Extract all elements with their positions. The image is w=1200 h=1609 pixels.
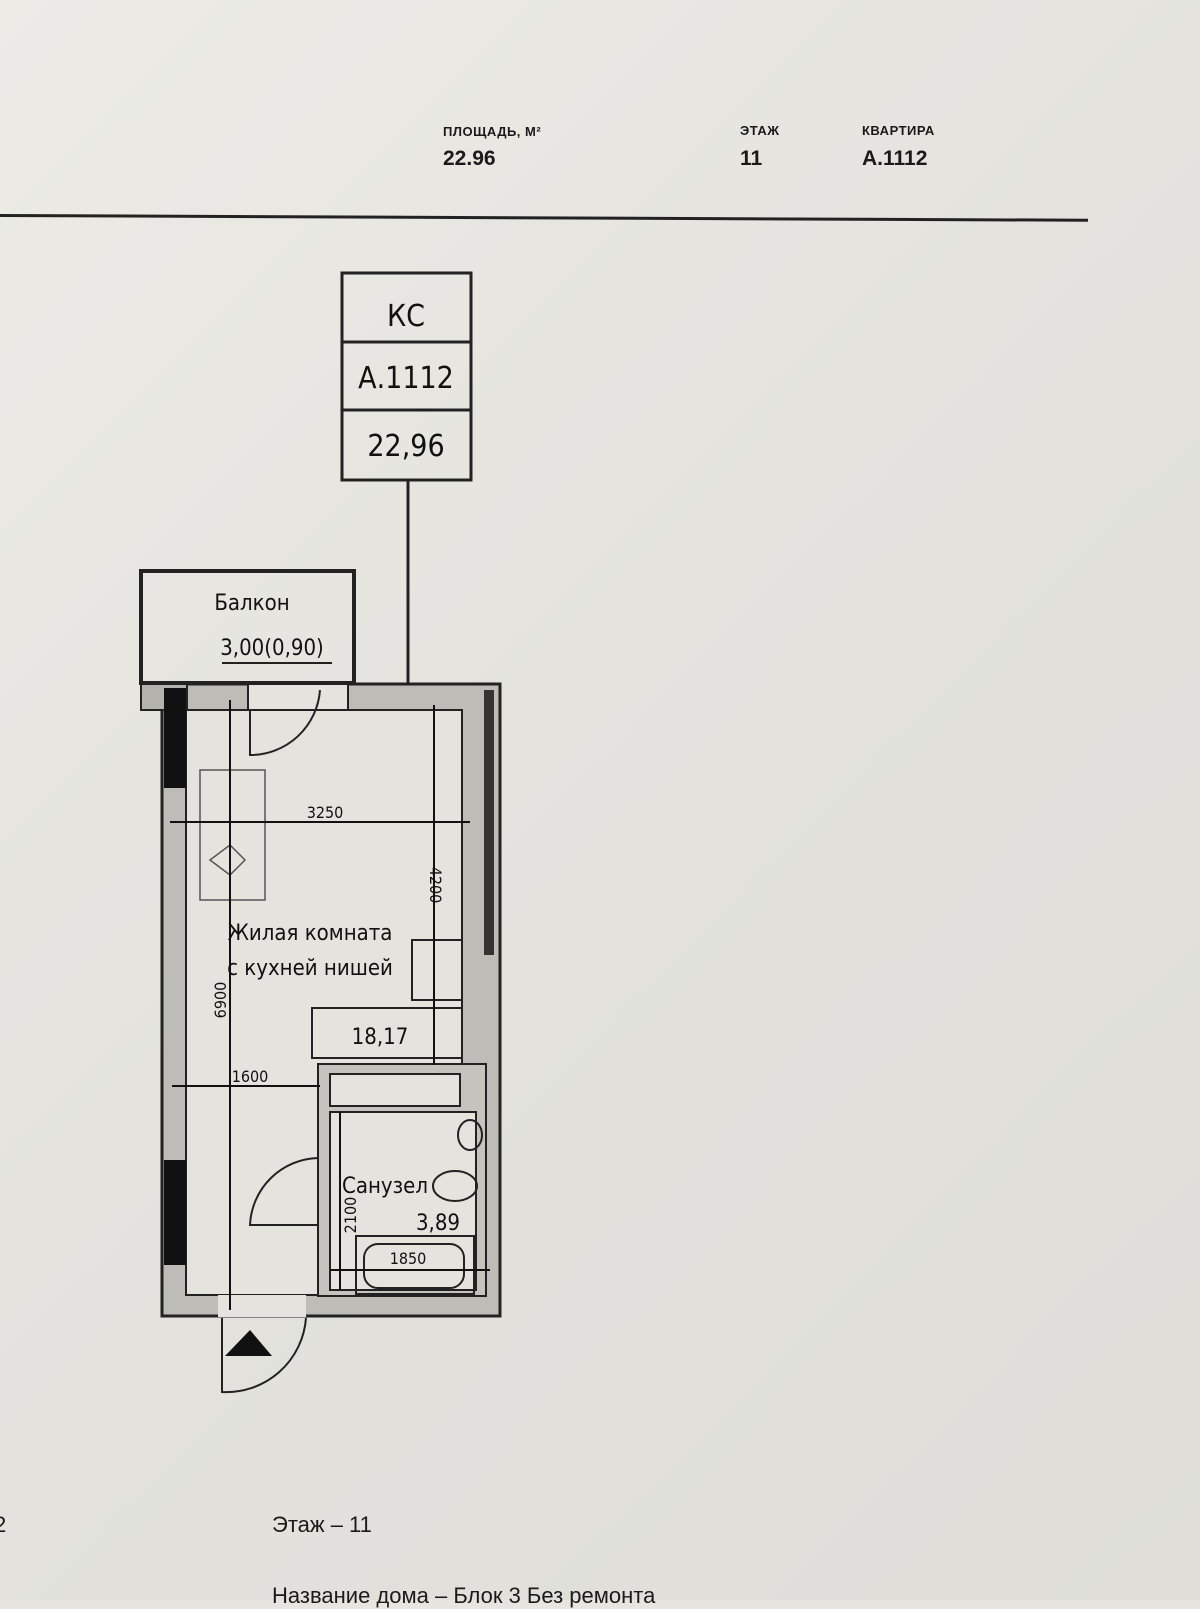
bathroom-name: Санузел	[342, 1174, 428, 1199]
dim-room-width: 3250	[307, 803, 344, 822]
living-room-name-1: Жилая комната	[228, 921, 393, 946]
tag-area: 22,96	[367, 429, 444, 464]
dimension-lines	[170, 700, 490, 1310]
living-room-area: 18,17	[352, 1025, 409, 1050]
area-value: 22.96	[443, 147, 496, 170]
balcony-area: 3,00(0,90)	[220, 636, 324, 661]
bed-icon	[199, 769, 266, 901]
floor-value: 11	[740, 147, 763, 170]
balcony-name: Балкон	[214, 591, 289, 616]
floor-label: ЭТАЖ	[740, 123, 780, 138]
dim-hall: 1600	[232, 1067, 269, 1086]
apartment-label: КВАРТИРА	[862, 123, 935, 138]
dim-bath-width: 1850	[390, 1249, 427, 1268]
doors	[221, 689, 321, 1394]
footer-building: Название дома – Блок 3 Без ремонта	[272, 1583, 656, 1608]
dim-kitchen: 4200	[426, 867, 445, 904]
tag-type: КС	[387, 299, 425, 334]
dim-length: 6900	[211, 982, 230, 1019]
bathroom-walls	[311, 939, 487, 1297]
balcony-outline	[139, 569, 356, 685]
entrance-arrow-icon	[225, 1330, 272, 1356]
footer-floor: Этаж – 11	[272, 1512, 372, 1537]
bathroom-area: 3,89	[416, 1211, 460, 1236]
dim-bath-height: 2100	[341, 1197, 360, 1234]
apartment-value: A.1112	[862, 147, 928, 170]
living-room-name-2: с кухней нишей	[227, 956, 393, 981]
area-label: ПЛОЩАДЬ, М²	[443, 124, 542, 139]
tag-number: А.1112	[358, 361, 454, 396]
page-fragment: 2	[0, 1512, 7, 1537]
apartment-tag	[340, 271, 473, 845]
